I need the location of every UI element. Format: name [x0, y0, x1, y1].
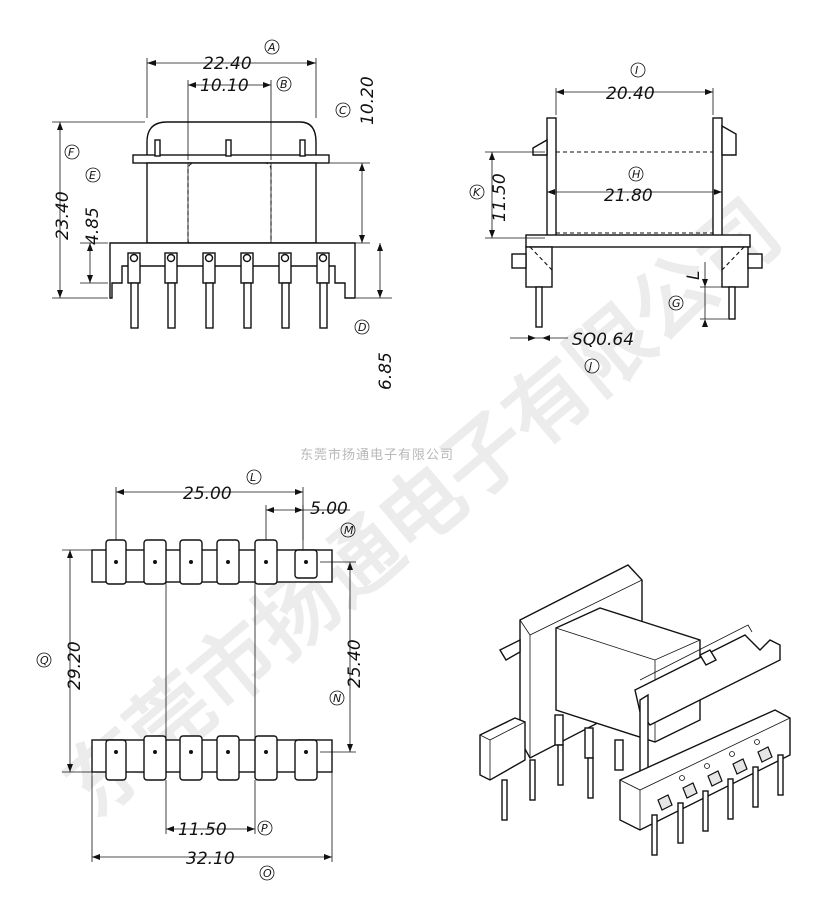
dim-G-letter: G	[672, 297, 681, 310]
front-pin	[130, 282, 139, 329]
bottom-bottom-pad	[105, 739, 127, 781]
dim-Q-letter: Q	[40, 654, 49, 667]
side-base-right	[721, 246, 749, 288]
front-pin	[319, 282, 328, 329]
dim-K-value: 11.50	[490, 173, 510, 222]
front-top-tab-left	[154, 139, 161, 157]
dim-L-letter: L	[250, 471, 256, 484]
side-clip-right	[747, 253, 763, 269]
bottom-bottom-pad	[179, 735, 203, 781]
front-pin	[167, 282, 176, 329]
front-body	[146, 162, 317, 244]
dim-Q-value: 29.20	[65, 641, 85, 690]
isometric-view	[479, 564, 791, 856]
side-pin-right	[728, 286, 736, 320]
dim-P-value: 11.50	[178, 820, 227, 840]
side-flange-left	[546, 117, 557, 239]
front-pin	[243, 282, 252, 329]
dim-H-value: 21.80	[604, 186, 653, 206]
side-base-top	[525, 234, 751, 248]
iso-back-base	[479, 717, 526, 781]
front-top-tab-mid	[225, 139, 232, 157]
dim-A-value: 22.40	[203, 54, 252, 74]
dim-A-letter: A	[267, 41, 276, 54]
dim-E-value: 4.85	[83, 207, 103, 245]
front-pin	[205, 282, 214, 329]
dim-I-letter: I	[635, 64, 638, 77]
dim-E-letter: E	[89, 169, 96, 182]
dim-M-value: 5.00	[310, 499, 348, 519]
bottom-bottom-pad	[216, 735, 240, 781]
bottom-rail-top	[91, 549, 333, 583]
dim-O-value: 32.10	[186, 849, 235, 869]
side-base-left	[525, 246, 553, 288]
side-view: 20.40 I 21.80 H 11.50 K L G SQ0.64 J	[469, 62, 763, 374]
bottom-rail-bottom	[91, 739, 333, 773]
bottom-view: 25.00 L 5.00 M 25.40 N 29.20 Q 11.50	[36, 469, 365, 881]
dim-J-value: SQ0.64	[572, 330, 634, 350]
front-pin-row	[127, 252, 330, 329]
dim-D-value: 6.85	[376, 352, 396, 390]
watermark-small: 东莞市扬通电子有限公司	[300, 447, 454, 463]
front-top-tab-right	[299, 139, 306, 157]
dim-F-letter: F	[68, 146, 75, 159]
side-pin-left	[535, 286, 543, 328]
dim-N-letter: N	[333, 692, 341, 705]
dim-B-value: 10.10	[200, 76, 249, 96]
dim-M-letter: M	[344, 524, 354, 537]
dim-K-letter: K	[473, 186, 481, 199]
dim-J-letter: J	[587, 360, 592, 373]
dim-B-letter: B	[280, 78, 288, 91]
bottom-bottom-pad	[254, 735, 278, 781]
dim-H-letter: H	[632, 168, 640, 181]
dim-F-value: 23.40	[53, 191, 73, 240]
side-clip-left	[511, 253, 527, 269]
dim-G-value: L	[684, 271, 704, 280]
dim-O-letter: O	[263, 867, 272, 880]
dim-N-value: 25.40	[345, 639, 365, 688]
dim-L-value: 25.00	[183, 484, 232, 504]
side-flange-right	[712, 117, 723, 239]
bottom-bottom-pad	[294, 739, 318, 781]
dim-P-letter: P	[261, 822, 268, 835]
dim-I-value: 20.40	[606, 84, 655, 104]
dim-C-value: 10.20	[358, 76, 378, 125]
front-pin	[281, 282, 290, 329]
front-view: 22.40 A 10.10 B 10.20 C 6.85 D 4.85 E	[52, 39, 396, 390]
dim-D-letter: D	[358, 321, 366, 334]
dim-C-letter: C	[339, 104, 347, 117]
bottom-bottom-pad	[143, 735, 167, 781]
